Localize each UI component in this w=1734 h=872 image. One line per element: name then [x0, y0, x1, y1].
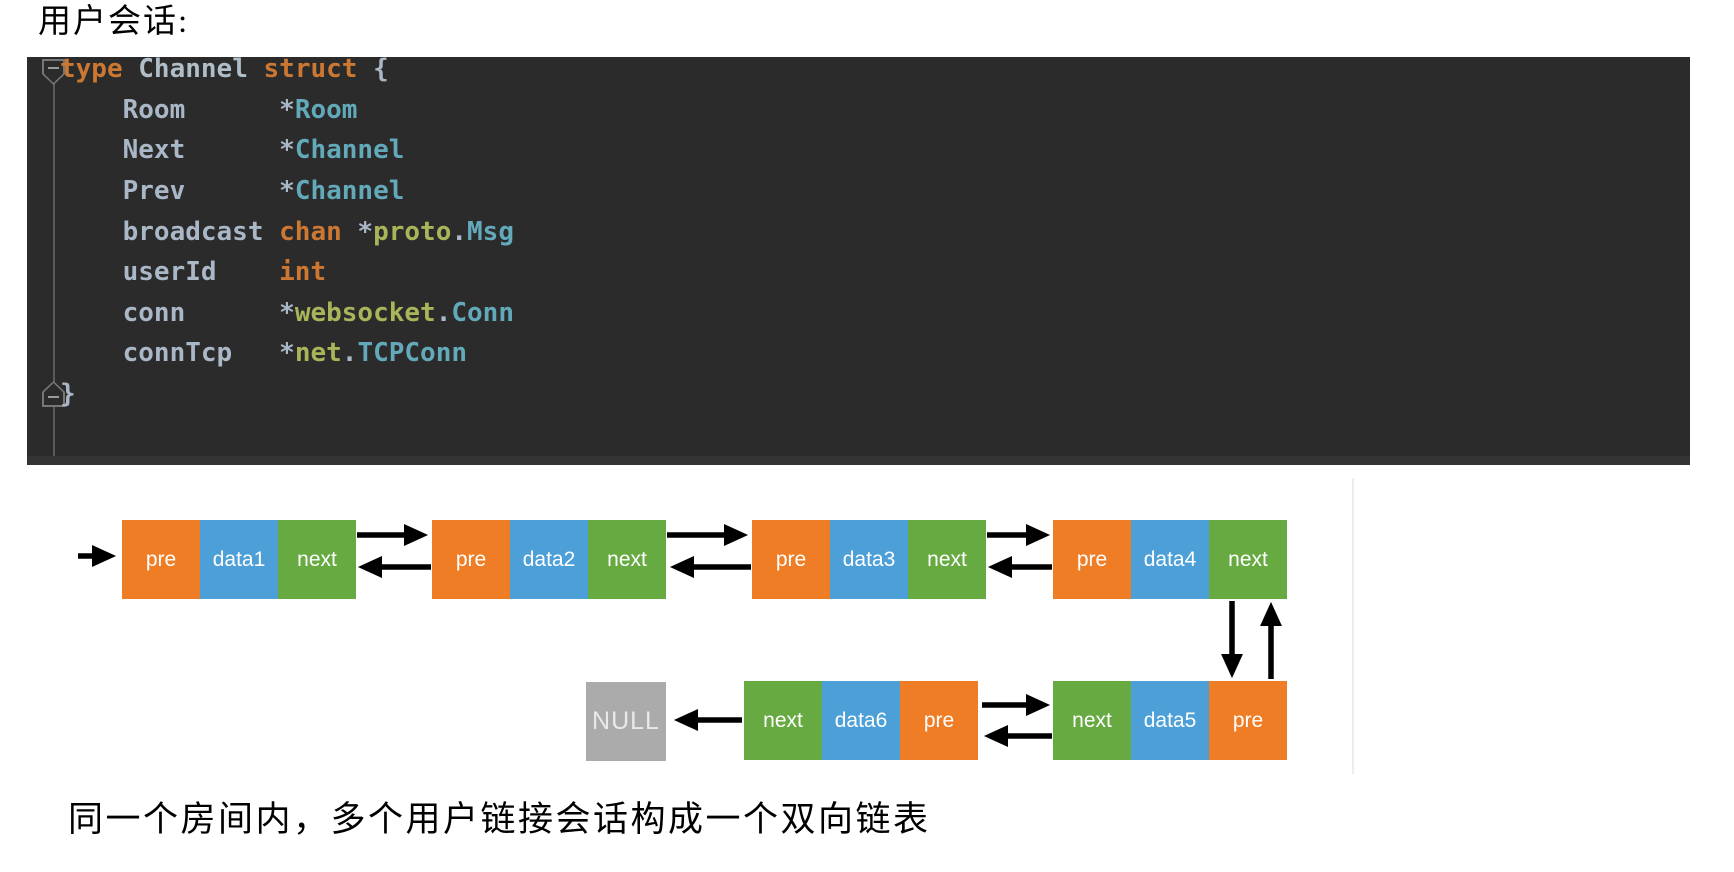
code-token: conn *: [60, 297, 295, 328]
code-token: Room: [294, 94, 358, 125]
code-token: {: [357, 54, 389, 85]
node-4-data4-cell: data4: [1131, 520, 1209, 599]
node-6-pre-cell: pre: [900, 681, 978, 760]
node-5-pre-cell: pre: [1209, 681, 1287, 760]
node-2-pre-cell: pre: [432, 520, 510, 599]
minus-icon: [48, 396, 59, 398]
code-token: type: [60, 54, 123, 85]
node-1-data1-cell: data1: [200, 520, 278, 599]
fold-marker-shape-inner: [44, 61, 63, 83]
code-token: net: [294, 338, 342, 369]
fold-collapse-marker-bottom[interactable]: [42, 381, 65, 407]
code-token: userId: [60, 257, 280, 288]
node-3-pre-cell: pre: [752, 520, 830, 599]
code-token: connTcp *: [60, 338, 295, 369]
code-line-6: userId int: [60, 252, 514, 293]
node-6-data6-cell: data6: [822, 681, 900, 760]
diagram-image-edge: [1352, 478, 1354, 774]
code-token: broadcast: [60, 216, 280, 247]
code-editor: type Channel struct { Room *Room Next *C…: [27, 54, 1690, 465]
code-line-3: Next *Channel: [60, 130, 514, 171]
code-token: Conn: [451, 297, 514, 328]
code-token: .: [341, 338, 358, 369]
code-token: chan: [279, 216, 342, 247]
code-token: Room *: [60, 94, 295, 125]
code-line-1: type Channel struct {: [60, 49, 514, 90]
code-token: websocket: [294, 297, 436, 328]
code-token: Prev *: [60, 176, 295, 207]
horizontal-scrollbar[interactable]: [27, 456, 1690, 465]
fold-marker-shape-inner: [44, 383, 63, 405]
node-3-next-cell: next: [908, 520, 986, 599]
node-1-pre-cell: pre: [122, 520, 200, 599]
code-line-9: }: [60, 374, 514, 415]
code-token: struct: [263, 54, 358, 85]
code-fold-gutter-line: [53, 79, 55, 457]
fold-collapse-marker-top[interactable]: [42, 59, 65, 85]
code-line-4: Prev *Channel: [60, 171, 514, 212]
node-5-data5-cell: data5: [1131, 681, 1209, 760]
code-line-5: broadcast chan *proto.Msg: [60, 211, 514, 252]
node-3-data3-cell: data3: [830, 520, 908, 599]
code-token: int: [279, 257, 327, 288]
code-token: .: [435, 297, 452, 328]
go-struct-code-block: type Channel struct { Room *Room Next *C…: [60, 49, 514, 414]
code-token: .: [451, 216, 468, 247]
node-2-next-cell: next: [588, 520, 666, 599]
code-line-8: connTcp *net.TCPConn: [60, 333, 514, 374]
code-token: Channel: [138, 54, 248, 85]
code-token: Channel: [294, 176, 405, 207]
code-token: Channel: [294, 135, 405, 166]
minus-icon: [48, 67, 59, 69]
code-token: *: [341, 216, 374, 247]
code-token: Next *: [60, 135, 295, 166]
code-line-2: Room *Room: [60, 90, 514, 131]
node-6-next-cell: next: [744, 681, 822, 760]
node-2-data2-cell: data2: [510, 520, 588, 599]
page-title: 用户会话:: [38, 4, 190, 40]
caption: 同一个房间内，多个用户链接会话构成一个双向链表: [68, 800, 931, 839]
code-token: }: [60, 379, 76, 410]
code-token: TCPConn: [357, 338, 468, 369]
code-token: Msg: [467, 216, 514, 247]
null-node: NULL: [586, 682, 666, 761]
code-line-7: conn *websocket.Conn: [60, 293, 514, 334]
code-token: proto: [373, 216, 452, 247]
node-5-next-cell: next: [1053, 681, 1131, 760]
node-4-pre-cell: pre: [1053, 520, 1131, 599]
node-1-next-cell: next: [278, 520, 356, 599]
node-4-next-cell: next: [1209, 520, 1287, 599]
null-label: NULL: [592, 707, 660, 735]
